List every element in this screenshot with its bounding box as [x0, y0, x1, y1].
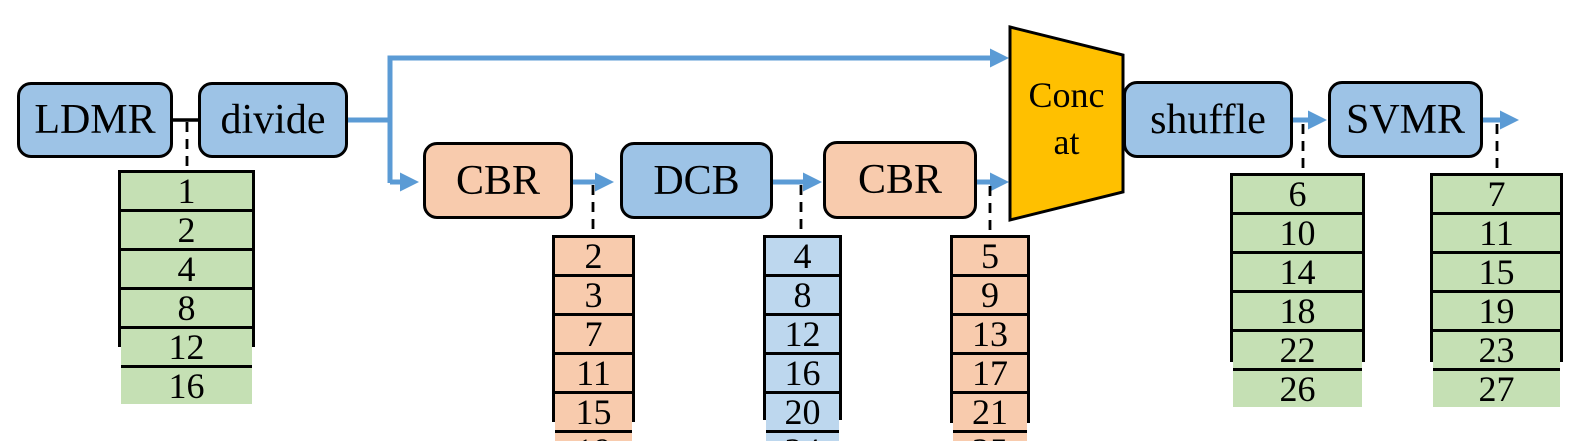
- concat-label-line2: at: [1053, 122, 1080, 162]
- block-shuffle: shuffle: [1123, 81, 1293, 158]
- table-cell: 8: [121, 290, 252, 329]
- table-cell: 10: [1233, 215, 1362, 254]
- block-ldmr: LDMR: [17, 82, 173, 158]
- table-cell: 8: [766, 277, 839, 316]
- index-table-cbr1: 237111519: [552, 235, 635, 441]
- table-cell: 11: [1433, 215, 1560, 254]
- block-cbr1-label: CBR: [455, 157, 541, 204]
- table-cell: 16: [766, 355, 839, 394]
- block-concat-label: Conc at: [1010, 72, 1123, 166]
- concat-label-line1: Conc: [1028, 75, 1105, 115]
- block-svmr-label: SVMR: [1345, 96, 1466, 143]
- table-cell: 14: [1233, 254, 1362, 293]
- index-table-dcb: 4812162024: [763, 235, 842, 441]
- table-cell: 7: [1433, 176, 1560, 215]
- table-cell: 15: [1433, 254, 1560, 293]
- block-cbr1: CBR: [423, 142, 573, 219]
- block-divide-label: divide: [220, 97, 326, 143]
- index-table-cbr2: 5913172125: [950, 235, 1030, 441]
- table-cell: 24: [766, 433, 839, 441]
- table-cell: 5: [953, 238, 1027, 277]
- table-cell: 21: [953, 394, 1027, 433]
- table-cell: 4: [121, 251, 252, 290]
- table-cell: 20: [766, 394, 839, 433]
- table-cell: 2: [555, 238, 632, 277]
- concat-block-shape: [1008, 25, 1125, 222]
- table-cell: 1: [121, 173, 252, 212]
- table-cell: 13: [953, 316, 1027, 355]
- table-cell: 19: [555, 433, 632, 441]
- table-cell: 25: [953, 433, 1027, 441]
- table-cell: 22: [1233, 332, 1362, 371]
- block-shuffle-label: shuffle: [1150, 96, 1266, 143]
- block-cbr2: CBR: [823, 141, 977, 219]
- table-cell: 19: [1433, 293, 1560, 332]
- table-cell: 26: [1233, 371, 1362, 407]
- table-cell: 4: [766, 238, 839, 277]
- block-svmr: SVMR: [1328, 81, 1483, 158]
- table-cell: 12: [121, 329, 252, 368]
- table-cell: 27: [1433, 371, 1560, 407]
- table-cell: 9: [953, 277, 1027, 316]
- block-ldmr-label: LDMR: [34, 97, 156, 143]
- table-cell: 2: [121, 212, 252, 251]
- table-cell: 6: [1233, 176, 1362, 215]
- table-cell: 7: [555, 316, 632, 355]
- table-cell: 11: [555, 355, 632, 394]
- block-dcb: DCB: [620, 142, 773, 219]
- block-cbr2-label: CBR: [857, 157, 943, 203]
- table-cell: 23: [1433, 332, 1560, 371]
- table-cell: 3: [555, 277, 632, 316]
- block-dcb-label: DCB: [653, 157, 740, 204]
- table-cell: 15: [555, 394, 632, 433]
- table-cell: 18: [1233, 293, 1362, 332]
- skip-connection-arrow: [387, 48, 1009, 183]
- table-cell: 12: [766, 316, 839, 355]
- table-cell: 17: [953, 355, 1027, 394]
- block-divide: divide: [198, 82, 348, 158]
- table-cell: 16: [121, 368, 252, 404]
